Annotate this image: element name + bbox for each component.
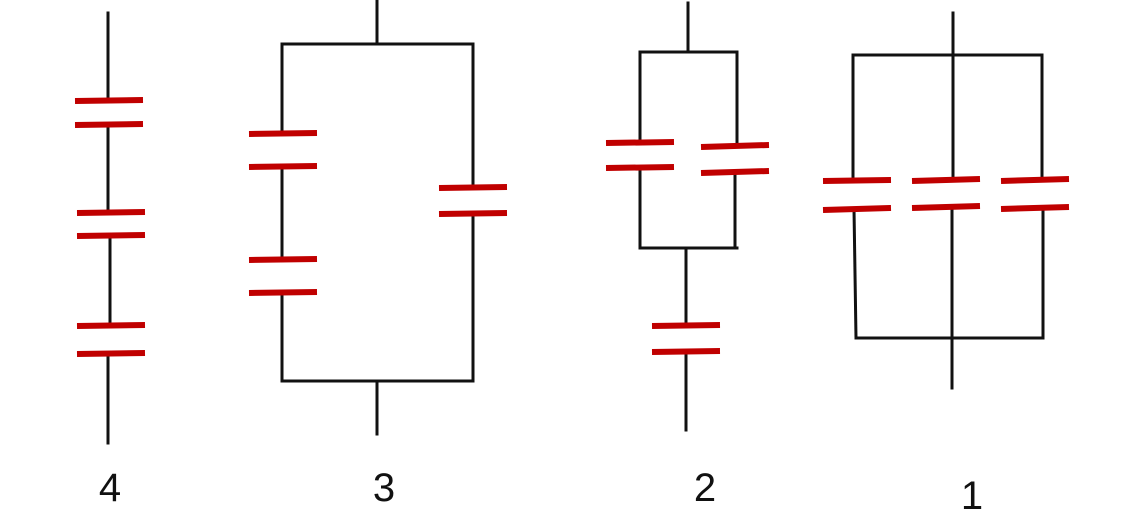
- circuit-4-wires: [106, 11, 112, 445]
- circuit-2-capacitor-left: [605, 139, 675, 171]
- circuit-3-wires: [280, 0, 475, 436]
- circuit-3-capacitor-left-bottom: [248, 256, 318, 296]
- circuit-2-label: 2: [693, 466, 717, 510]
- circuit-4: [74, 11, 146, 445]
- circuit-4-capacitor-middle: [76, 209, 146, 239]
- circuit-2-capacitor-right: [700, 142, 770, 176]
- circuit-1-capacitor-right: [1000, 176, 1070, 212]
- circuit-2-capacitor-bottom: [651, 322, 721, 355]
- circuit-4-capacitor-top: [74, 97, 144, 128]
- circuit-3-capacitor-left-top: [248, 130, 318, 170]
- circuit-4-label: 4: [98, 466, 122, 510]
- circuit-3: [248, 0, 508, 436]
- circuit-1: [822, 11, 1070, 390]
- circuit-2-wires: [638, 1, 739, 432]
- circuit-3-label: 3: [372, 466, 396, 510]
- circuit-1-wires: [851, 11, 1045, 390]
- circuit-2: [605, 1, 770, 432]
- circuit-1-label: 1: [960, 474, 984, 518]
- circuit-1-capacitor-middle: [911, 176, 981, 211]
- circuit-3-capacitor-right: [438, 184, 508, 217]
- circuit-1-capacitor-left: [822, 177, 892, 213]
- circuit-4-capacitor-bottom: [76, 322, 146, 357]
